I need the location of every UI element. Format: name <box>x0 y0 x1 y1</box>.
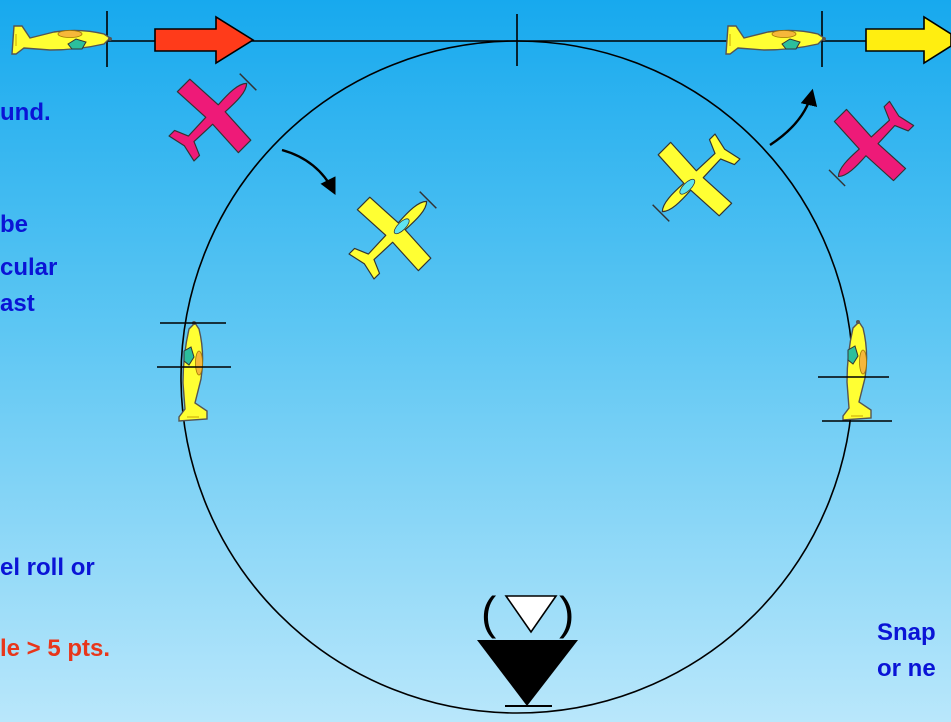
left-text-line6: le > 5 pts. <box>0 634 110 663</box>
left-text-line2: be <box>0 210 28 239</box>
right-text-line2: or ne <box>877 654 936 683</box>
open-triangle-icon <box>506 596 556 632</box>
left-text-line4: ast <box>0 289 35 318</box>
entry-arrow-icon <box>155 17 253 63</box>
left-text-line3: cular <box>0 253 57 282</box>
filled-triangle-icon <box>477 640 578 706</box>
right-vertical-plane-icon <box>843 320 871 420</box>
curved-arrow-left-icon <box>282 150 334 192</box>
exit-arrow-icon <box>866 17 951 63</box>
curved-arrow-right-icon <box>770 92 812 145</box>
magenta-plane-left-icon <box>151 51 279 179</box>
yellow-plane-right-icon <box>630 116 758 244</box>
right-text-line1: Snap <box>877 618 936 647</box>
magenta-plane-right-icon <box>808 84 932 208</box>
entry-plane-side-icon <box>12 26 112 54</box>
left-text-line1: und. <box>0 98 51 127</box>
yellow-plane-left-icon <box>331 169 459 297</box>
left-text-line5: el roll or <box>0 553 95 582</box>
exit-plane-side-icon <box>726 26 826 54</box>
paren-close: ) <box>559 590 574 636</box>
paren-open: ( <box>481 590 496 636</box>
